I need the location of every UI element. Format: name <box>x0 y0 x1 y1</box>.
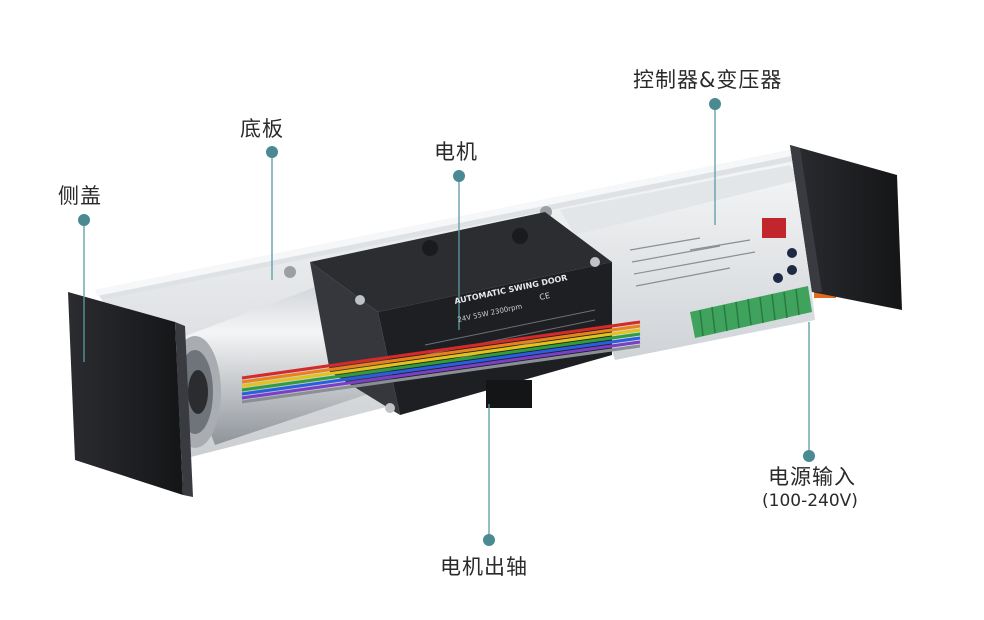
callout-base-plate: 底板 <box>240 117 284 141</box>
callout-motor-shaft: 电机出轴 <box>440 555 528 579</box>
callout-dot <box>709 98 721 110</box>
terminal-block <box>690 286 812 338</box>
callout-power-input-spec: (100-240V) <box>762 491 858 511</box>
controller-box <box>560 165 836 360</box>
motor-shaft-housing <box>486 380 532 408</box>
nameplate-marks: CE <box>539 291 551 302</box>
control-button <box>787 265 797 275</box>
control-button <box>787 248 797 258</box>
callout-controller: 控制器&变压器 <box>633 68 783 92</box>
callout-lines <box>83 104 810 540</box>
callout-motor: 电机 <box>434 140 478 164</box>
right-side-cover <box>790 145 902 310</box>
callout-dots <box>78 98 815 546</box>
callout-dot <box>78 214 90 226</box>
left-side-cover <box>68 292 193 497</box>
ribbon-cable <box>241 320 641 404</box>
control-button <box>773 273 783 283</box>
callout-dot <box>266 146 278 158</box>
dip-switch <box>762 218 786 238</box>
callout-dot <box>483 534 495 546</box>
callout-power-input: 电源输入 <box>768 465 856 489</box>
callout-dot <box>453 170 465 182</box>
callout-dot <box>803 450 815 462</box>
callout-side-cover: 侧盖 <box>58 184 102 208</box>
